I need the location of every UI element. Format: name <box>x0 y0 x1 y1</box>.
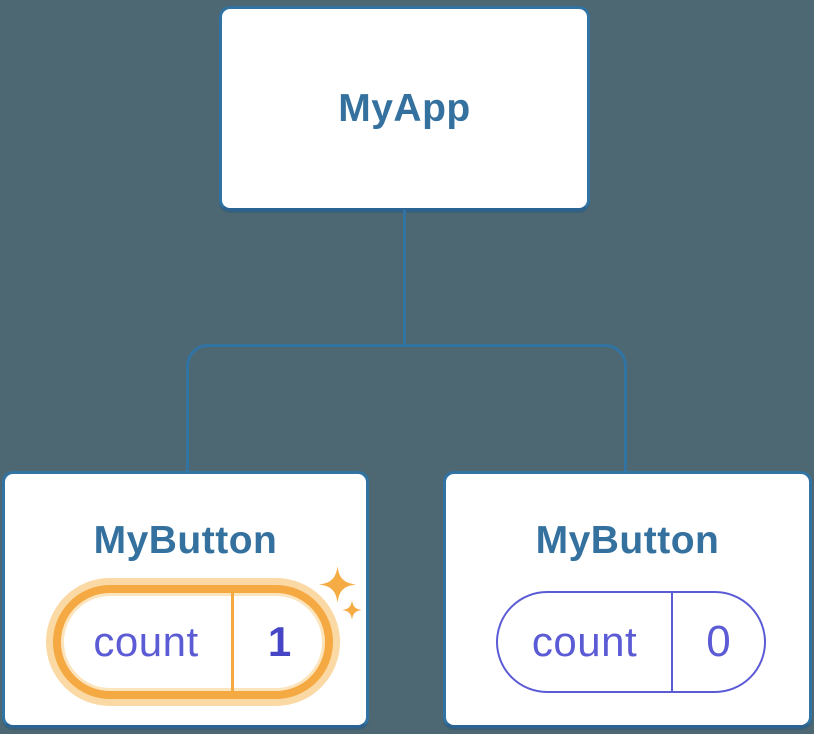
node-myapp: MyApp <box>219 6 590 211</box>
sparkle-icon-small <box>342 600 362 620</box>
node-myapp-label: MyApp <box>338 87 471 130</box>
state-pill-left-highlighted: count 1 <box>53 585 333 699</box>
state-value-right: 0 <box>706 617 731 666</box>
sparkle-icon <box>319 566 356 603</box>
connector-root-stem <box>403 210 406 345</box>
pill-divider-right <box>671 593 673 691</box>
state-value-left: 1 <box>267 618 292 665</box>
state-key-left: count <box>93 618 199 665</box>
pill-divider-left <box>231 593 234 691</box>
node-mybutton-left-label: MyButton <box>93 519 278 562</box>
state-pill-right: count 0 <box>496 591 766 693</box>
state-key-right: count <box>531 618 638 665</box>
node-mybutton-right-label: MyButton <box>535 519 720 562</box>
node-mybutton-right: MyButton count 0 <box>443 471 812 728</box>
node-mybutton-left: MyButton count 1 <box>2 471 369 728</box>
connector-branch <box>186 344 627 471</box>
